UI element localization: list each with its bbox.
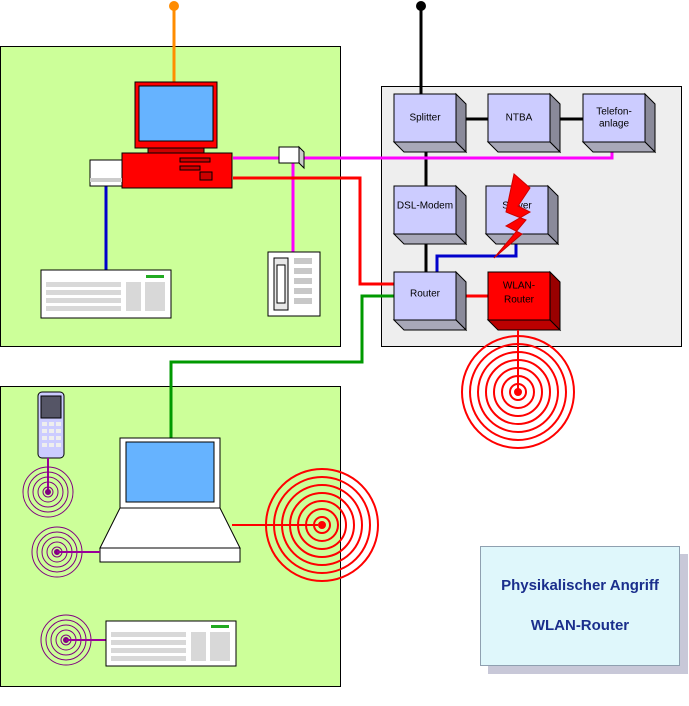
ntba-label: NTBA: [506, 113, 533, 124]
wlan-router-label-1: WLAN-: [503, 281, 535, 292]
mobile-phone-icon: [37, 391, 65, 459]
dsl-modem-label: DSL-Modem: [397, 201, 453, 212]
telefonanlage-node: Telefon- anlage: [582, 93, 656, 153]
cable-blue-server: [435, 240, 518, 276]
router-label: Router: [410, 289, 441, 300]
desktop-pc-icon: [89, 81, 233, 189]
dsl-modem-node: DSL-Modem: [393, 185, 467, 245]
caption-line-2: WLAN-Router: [530, 617, 630, 634]
cable-black-end: [416, 1, 426, 11]
caption-box: Physikalischer Angriff WLAN-Router: [480, 546, 680, 666]
splitter-node: Splitter: [393, 93, 467, 153]
ntba-node: NTBA: [487, 93, 561, 153]
radio-waves-icon: [265, 468, 379, 582]
telephone-icon: [267, 251, 321, 317]
lightning-icon: [493, 173, 532, 259]
caption-line-1: Physikalischer Angriff: [501, 577, 659, 594]
splitter-label: Splitter: [409, 113, 441, 124]
cable-green: [169, 294, 394, 440]
telefonanlage-label-2: anlage: [599, 119, 629, 130]
keyboard-icon: [105, 620, 237, 667]
laptop-icon: [99, 437, 241, 563]
wlan-router-node: WLAN- Router: [486, 270, 562, 332]
wlan-router-label-2: Router: [504, 295, 535, 306]
router-node: Router: [393, 271, 467, 331]
connector-box-icon: [278, 145, 305, 170]
cable-orange-end: [169, 1, 179, 11]
keyboard-icon: [40, 269, 172, 319]
telefonanlage-label-1: Telefon-: [596, 107, 632, 118]
radio-waves-icon: [22, 466, 74, 518]
radio-waves-icon: [461, 330, 575, 449]
cable-red-pc: [233, 176, 394, 286]
